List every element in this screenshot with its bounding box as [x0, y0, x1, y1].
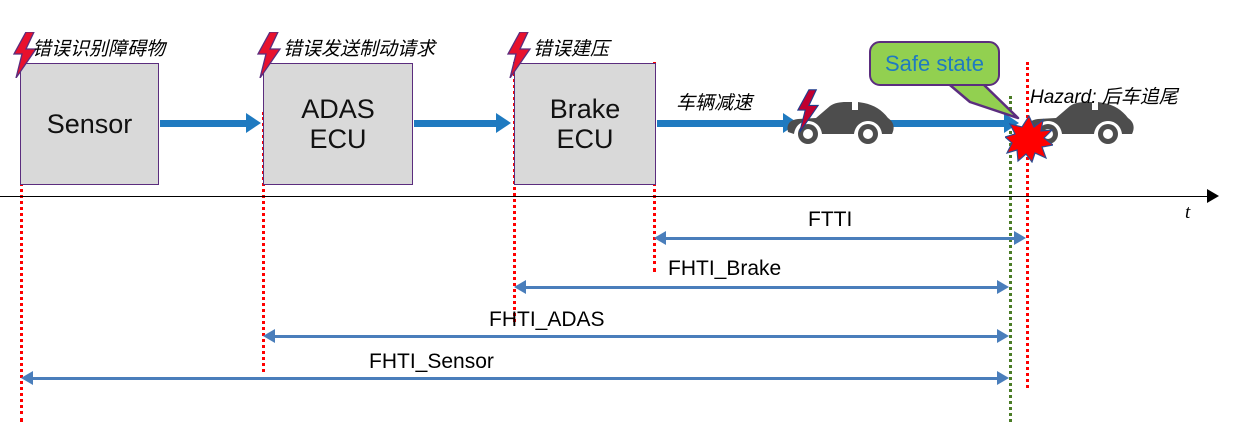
safe-state-label: Safe state	[884, 50, 985, 76]
block-adas-ecu-label: ADAS ECU	[301, 93, 375, 154]
interval-arrowhead-left-fhti-brake	[514, 280, 526, 294]
interval-label-fhti-brake: FHTI_Brake	[668, 257, 782, 280]
fault-bolt-icon-brake	[506, 32, 532, 78]
interval-arrowhead-left-ftti	[654, 231, 666, 245]
fault-bolt-icon-sensor	[12, 32, 38, 78]
fault-label-adas: 错误发送制动请求	[283, 39, 436, 60]
interval-arrowhead-right-fhti-brake	[997, 280, 1009, 294]
block-brake-ecu-label: Brake ECU	[549, 93, 621, 154]
safe-state-line	[1009, 96, 1012, 422]
event-line-brake	[513, 62, 516, 322]
interval-label-fhti-sensor: FHTI_Sensor	[369, 350, 494, 373]
time-axis-arrowhead	[1207, 189, 1219, 203]
interval-line-ftti	[660, 237, 1020, 240]
time-axis-label: t	[1185, 202, 1191, 223]
interval-arrowhead-right-ftti	[1014, 231, 1026, 245]
flow-arrow-vehicle-hazard	[890, 120, 1006, 127]
safe-state-callout[interactable]: Safe state	[869, 41, 1000, 86]
block-adas-ecu[interactable]: ADAS ECU	[263, 63, 413, 185]
flow-arrow-sensor-adas	[160, 120, 248, 127]
interval-line-fhti-adas	[269, 335, 1000, 338]
block-sensor[interactable]: Sensor	[20, 63, 159, 185]
interval-label-ftti: FTTI	[808, 208, 853, 231]
flow-arrowhead-sensor-adas	[246, 113, 261, 133]
interval-arrowhead-left-fhti-sensor	[21, 371, 33, 385]
interval-line-fhti-sensor	[27, 377, 1000, 380]
time-axis	[0, 196, 1213, 197]
fault-bolt-icon-vehicle	[796, 89, 820, 133]
interval-line-fhti-brake	[520, 286, 1000, 289]
flow-arrowhead-adas-brake	[496, 113, 511, 133]
car-icon-ego	[787, 102, 894, 144]
hazard-line	[1026, 62, 1029, 388]
block-sensor-label: Sensor	[46, 108, 133, 139]
flow-label-vehicle-decel: 车辆减速	[676, 93, 753, 114]
hazard-label: Hazard: 后车追尾	[1030, 87, 1178, 108]
block-brake-ecu[interactable]: Brake ECU	[514, 63, 656, 185]
callout-tail	[942, 80, 1020, 120]
flow-arrow-adas-brake	[414, 120, 498, 127]
event-line-adas	[262, 112, 265, 372]
interval-label-fhti-adas: FHTI_ADAS	[489, 308, 605, 331]
fault-label-brake: 错误建压	[533, 39, 610, 60]
interval-arrowhead-left-fhti-adas	[263, 329, 275, 343]
event-line-sensor	[20, 146, 23, 422]
collision-explosion-icon	[1005, 115, 1053, 163]
interval-arrowhead-right-fhti-adas	[997, 329, 1009, 343]
fault-label-sensor: 错误识别障碍物	[32, 39, 166, 60]
flow-arrow-brake-vehicle	[657, 120, 785, 127]
fault-bolt-icon-adas	[256, 32, 282, 78]
interval-arrowhead-right-fhti-sensor	[997, 371, 1009, 385]
